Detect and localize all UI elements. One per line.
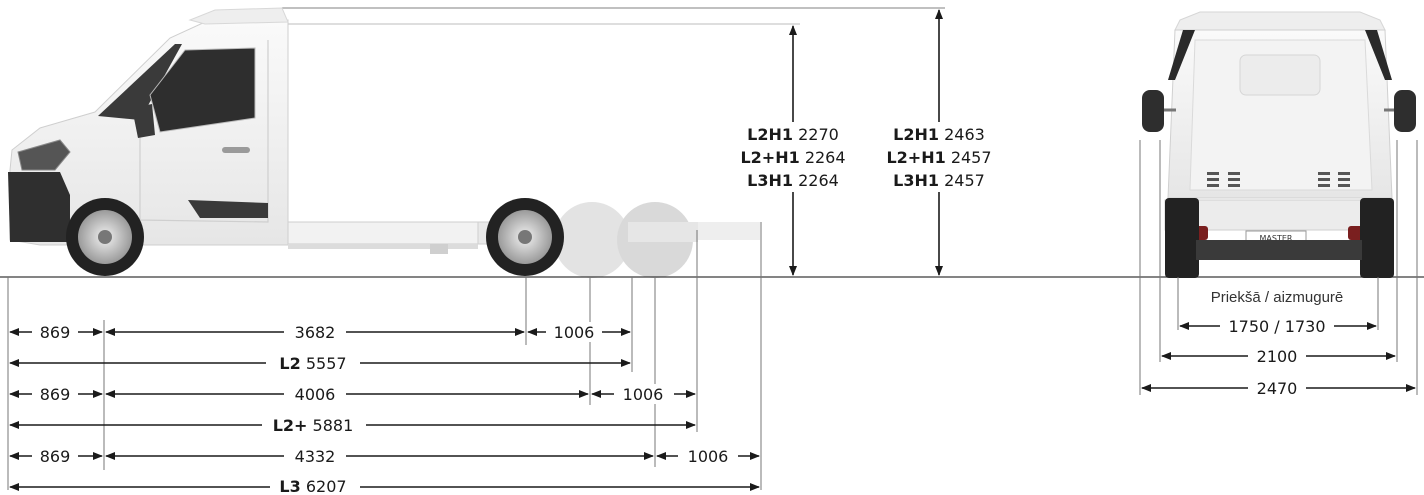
height-inner-row-1: L2H1 2270 [747,125,839,144]
track-caption: Priekšā / aizmugurē [1211,289,1344,306]
height-outer-labels: L2H1 2463 L2+H1 2457 L3H1 2457 [878,122,1003,192]
plate-text: MASTER [1260,234,1293,243]
cab-rear-panel [1189,39,1373,191]
row2-total-length: L2+ 5881 [273,416,354,435]
ghost-chassis-l3 [698,222,760,240]
rear-axle [1196,240,1362,260]
row1-front-overhang: 869 [40,323,71,342]
left-mirror [1142,90,1164,132]
chassis-bracket [430,244,448,254]
rear-roof [1174,11,1386,31]
extension-lines [7,222,762,490]
front-wheel [66,198,144,276]
rear-bumper [1164,199,1394,231]
rear-dimension-labels: Priekšā / aizmugurē 1750 / 1730 2100 247… [1211,289,1344,398]
row1-rear-overhang: 1006 [554,323,595,342]
row3-front-overhang: 869 [40,447,71,466]
height-inner-labels: L2H1 2270 L2+H1 2264 L3H1 2264 [736,122,856,192]
row3-total-length: L3 6207 [279,477,346,495]
right-pillar [1365,30,1392,80]
rear-extension-lines [1139,140,1418,395]
chassis-frame [287,221,479,245]
left-pillar [1168,30,1195,80]
vents [1207,172,1350,187]
side-protection-strip [188,200,268,218]
row2-wheelbase: 4006 [295,385,336,404]
rear-left-tyre [1165,198,1199,278]
ghost-chassis-l2plus [628,222,698,242]
body-width: 2100 [1257,347,1298,366]
height-outer-row-3: L3H1 2457 [893,171,985,190]
headlight [17,139,71,171]
row1-wheelbase: 3682 [295,323,336,342]
row3-rear-overhang: 1006 [688,447,729,466]
side-view-vehicle [8,7,945,278]
height-inner-row-2: L2+H1 2264 [740,148,845,167]
height-outer-row-2: L2+H1 2457 [886,148,991,167]
mirror-width: 2470 [1257,379,1298,398]
track-width: 1750 / 1730 [1229,317,1326,336]
cab-roof [188,7,289,25]
row1-total-length: L2 5557 [279,354,346,373]
row3-wheelbase: 4332 [295,447,336,466]
right-mirror [1394,90,1416,132]
rear-right-tyre [1360,198,1394,278]
side-window [149,47,256,133]
front-bumper-grille [8,172,70,242]
rear-wheel [486,198,564,276]
height-outer-row-1: L2H1 2463 [893,125,985,144]
chassis-lower-rail [288,244,478,249]
door-outline [139,40,269,223]
row2-rear-overhang: 1006 [623,385,664,404]
length-dimension-arrows [9,328,760,491]
windscreen [98,44,182,120]
row2-front-overhang: 869 [40,385,71,404]
door-handle [222,147,250,153]
rear-window-recess [1239,54,1321,96]
side-mirror [132,104,155,138]
height-inner-row-3: L3H1 2264 [747,171,839,190]
length-dimension-labels: 869 3682 1006 L2 5557 869 4006 1006 L2+ … [32,322,738,495]
rear-view-vehicle: MASTER [1142,11,1416,278]
ghost-wheel-l2plus [554,202,630,278]
